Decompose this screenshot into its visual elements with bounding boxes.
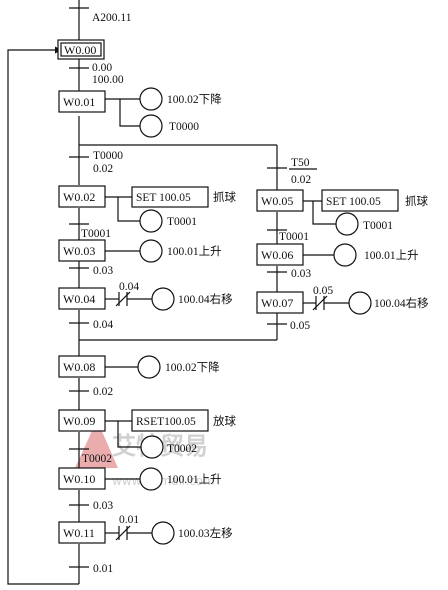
transition-labels: A200.11 0.00 100.00 T0000 0.02 T50 0.02 … [81,12,317,575]
action-contact: 0.01 [119,514,139,526]
output-coil [333,243,357,267]
step-w0-10: W0.10 [58,467,106,490]
transition-100-00: 100.00 [92,74,124,86]
transition-ticks [69,7,287,568]
action-output: 100.02下降 [165,360,220,374]
output-coil [137,355,161,379]
action-set: SET 100.05 [136,192,191,204]
step-label: W0.05 [261,194,293,208]
action-desc: 抓球 [213,190,236,204]
set-box [321,189,399,212]
output-coil [151,287,175,311]
step-w0-00: W0.00 [57,39,105,60]
step-label: W0.04 [63,292,95,306]
set-box [131,186,209,208]
step-label: W0.01 [63,95,95,109]
actions-w0-04: 0.04 100.04右移 [105,281,233,311]
actions-w0-05: SET 100.05 抓球 T0001 [303,189,428,236]
timer-coil [335,212,359,236]
step-w0-07: W0.07 [256,291,304,314]
transition-t50: T50 [291,157,310,169]
output-coil [139,467,163,491]
step-label: W0.02 [63,190,95,204]
transition-0-00: 0.00 [92,62,112,74]
step-label: W0.11 [63,526,95,540]
action-timer: T0001 [167,216,197,228]
step-w0-09: W0.09 [58,409,106,432]
transition-0-05: 0.05 [290,320,310,332]
step-w0-01: W0.01 [58,90,106,113]
action-desc: 抓球 [405,194,428,208]
actions-w0-02: SET 100.05 抓球 T0001 [105,186,236,233]
transition-0-03-b: 0.03 [291,268,311,280]
transition-0-02-c: 0.02 [93,386,113,398]
action-contact: 0.05 [313,285,333,297]
actions-w0-03: 100.01上升 [105,239,222,263]
action-output: 100.01上升 [167,473,222,486]
transition-t0001-b: T0001 [279,231,309,243]
action-output: 100.01上升 [364,249,419,262]
step-w0-02: W0.02 [58,185,106,208]
step-w0-06: W0.06 [256,243,304,266]
action-timer: T0000 [169,121,199,133]
step-label: W0.03 [63,244,95,258]
transition-t0000: T0000 [93,150,123,162]
actions-w0-06: 100.01上升 [303,243,419,267]
action-set: SET 100.05 [326,196,381,208]
rset-box [131,409,209,432]
transition-0-03-c: 0.03 [93,500,113,512]
transition-t0002: T0002 [82,453,112,465]
step-w0-11: W0.11 [58,521,106,544]
action-timer: T0002 [167,443,197,455]
output-coil [151,521,175,545]
output-coil [348,291,372,315]
action-output: 100.03左移 [178,526,233,540]
transition-0-02: 0.02 [93,163,113,175]
step-label: W0.06 [261,248,293,262]
action-output: 100.04右移 [374,296,429,310]
output-coil [139,239,163,263]
main-flow-lines [7,0,278,585]
watermark-logo-icon [75,420,118,468]
action-output: 100.04右移 [178,292,233,306]
actions-w0-10: 100.01上升 [105,467,222,491]
step-w0-04: W0.04 [58,287,106,310]
step-label: W0.00 [64,43,96,57]
transition-0-02-b: 0.02 [291,174,311,186]
action-rset: RSET100.05 [136,416,196,428]
step-label: W0.08 [63,360,95,374]
output-coil [139,87,163,111]
step-w0-03: W0.03 [58,239,106,262]
timer-coil [139,114,163,138]
timer-coil [139,209,163,233]
step-label: W0.07 [261,296,293,310]
action-contact: 0.04 [119,281,139,293]
transition-0-04: 0.04 [93,319,113,331]
step-w0-08: W0.08 [58,355,106,378]
watermark-url: www.aitmall.com [112,474,215,488]
actions-w0-11: 0.01 100.03左移 [105,514,233,545]
step-label: W0.10 [63,472,95,486]
transition-t0001-a: T0001 [81,228,111,240]
step-label: W0.09 [63,414,95,428]
actions-w0-09: RSET100.05 放球 T0002 [105,409,236,459]
action-desc: 放球 [213,414,236,428]
timer-coil [140,435,164,459]
actions-w0-07: 0.05 100.04右移 [303,285,429,315]
action-output: 100.02下降 [167,92,222,106]
action-timer: T0001 [363,220,393,232]
transition-0-03-a: 0.03 [93,265,113,277]
actions-w0-01: 100.02下降 T0000 [105,87,222,138]
actions-w0-08: 100.02下降 [105,355,220,379]
step-w0-05: W0.05 [256,189,304,212]
transition-start: A200.11 [92,12,132,24]
transition-0-01: 0.01 [93,563,113,575]
action-output: 100.01上升 [167,245,222,258]
